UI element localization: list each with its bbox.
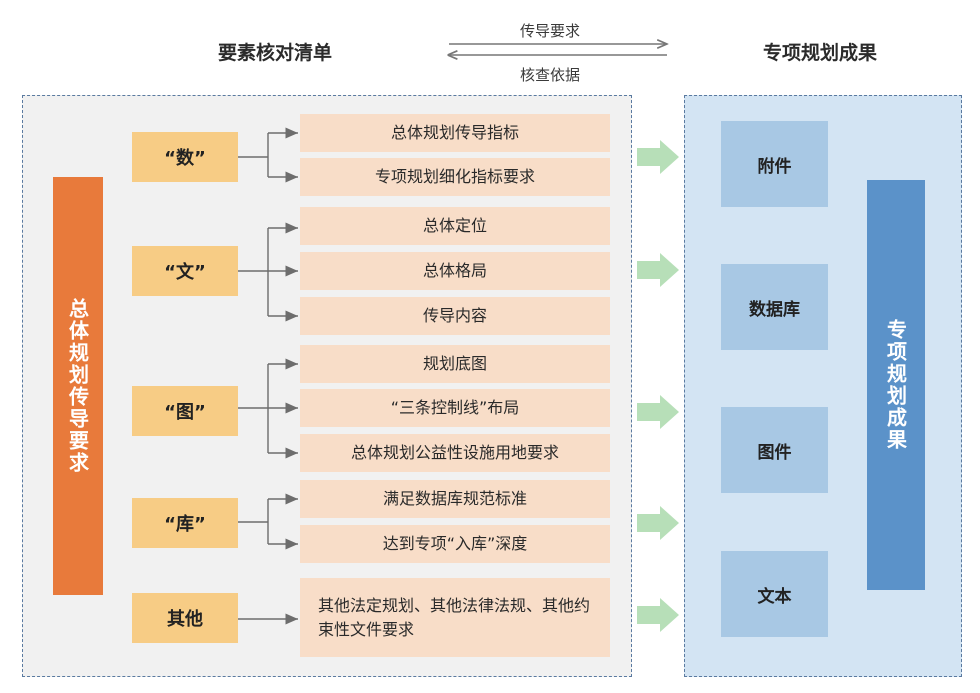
arrow-top-label: 传导要求 — [520, 22, 581, 40]
item-box: 达到专项“入库”深度 — [300, 525, 610, 563]
result-attachment: 附件 — [721, 121, 828, 207]
item-box: 总体定位 — [300, 207, 610, 245]
result-drawings: 图件 — [721, 407, 828, 493]
green-arrow — [637, 598, 679, 632]
item-box: 总体规划公益性设施用地要求 — [300, 434, 610, 472]
green-arrow — [637, 395, 679, 429]
special-plan-results-bar: 专项规划成果 — [867, 180, 925, 590]
category-shu: “数” — [132, 132, 238, 182]
left-panel-title: 要素核对清单 — [218, 42, 333, 64]
right-panel-title: 专项规划成果 — [763, 42, 878, 64]
green-arrow — [637, 253, 679, 287]
category-ku: “库” — [132, 498, 238, 548]
result-text: 文本 — [721, 551, 828, 637]
category-other: 其他 — [132, 593, 238, 643]
item-box: 专项规划细化指标要求 — [300, 158, 610, 196]
item-box: 传导内容 — [300, 297, 610, 335]
green-arrow — [637, 140, 679, 174]
item-box: “三条控制线”布局 — [300, 389, 610, 427]
master-plan-requirements-bar: 总体规划传导要求 — [53, 177, 103, 595]
item-box: 满足数据库规范标准 — [300, 480, 610, 518]
arrow-bottom-label: 核查依据 — [520, 66, 581, 84]
item-box: 总体格局 — [300, 252, 610, 290]
category-tu: “图” — [132, 386, 238, 436]
item-box: 总体规划传导指标 — [300, 114, 610, 152]
category-wen: “文” — [132, 246, 238, 296]
green-arrow — [637, 506, 679, 540]
item-box: 其他法定规划、其他法律法规、其他约束性文件要求 — [300, 578, 610, 657]
result-database: 数据库 — [721, 264, 828, 350]
item-box: 规划底图 — [300, 345, 610, 383]
